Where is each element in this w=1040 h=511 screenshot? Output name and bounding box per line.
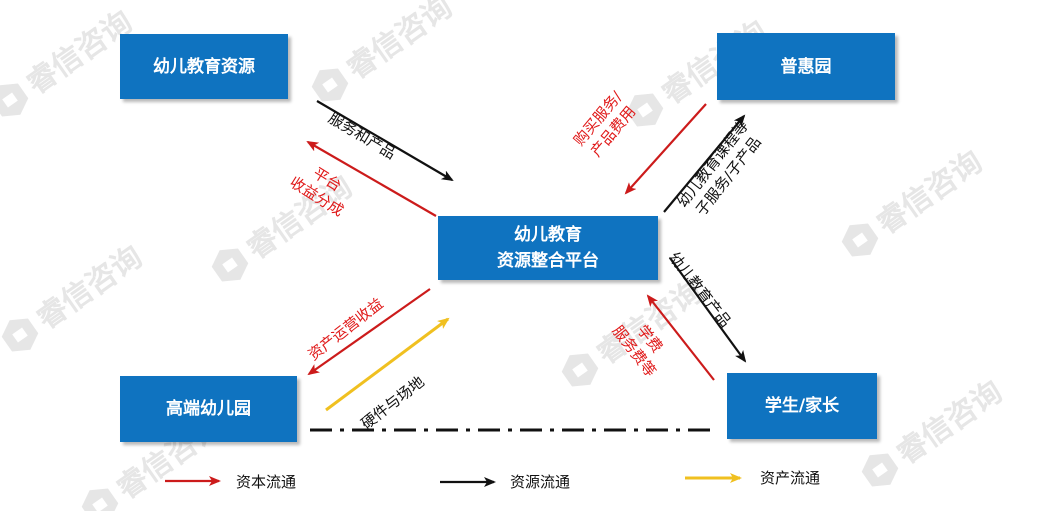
- arrow-platform-to-resources: [306, 140, 437, 217]
- watermark-logo-icon: [211, 248, 249, 282]
- watermark-logo-icon: [841, 223, 879, 257]
- box-label: 高端幼儿园: [166, 399, 251, 419]
- watermark-logo-icon: [81, 488, 119, 511]
- legend-label: 资源流通: [510, 473, 571, 491]
- watermark-logo-icon: [0, 83, 29, 117]
- watermark-logo-icon: [311, 68, 349, 102]
- arrow-highend-to-platform: [325, 317, 450, 412]
- legend-label: 资本流通: [236, 473, 297, 491]
- arrow-platform-to-highend: [307, 288, 431, 376]
- box-puhui-kindergarten: 普惠园: [717, 33, 895, 100]
- box-label-line1: 幼儿教育: [514, 225, 582, 245]
- watermark-logo-icon: [626, 93, 664, 127]
- legend-label: 资产流通: [760, 469, 821, 487]
- box-high-end-kindergarten: 高端幼儿园: [120, 376, 297, 442]
- legend-asset-flow: 资产流通: [760, 467, 820, 488]
- box-students-parents: 学生/家长: [727, 373, 877, 439]
- arrow-resources-to-platform: [316, 100, 454, 182]
- arrow-platform-to-puhui: [663, 114, 746, 213]
- box-label: 普惠园: [780, 56, 832, 77]
- box-label: 学生/家长: [764, 396, 840, 416]
- legend-capital-flow: 资本流通: [236, 471, 296, 492]
- box-childhood-education-resources: 幼儿教育资源: [120, 34, 288, 99]
- box-label-line2: 资源整合平台: [497, 251, 599, 271]
- watermark-logo-icon: [861, 453, 899, 487]
- watermark-logo-icon: [561, 353, 599, 387]
- box-resource-integration-platform: 幼儿教育 资源整合平台: [438, 216, 658, 280]
- arrow-puhui-to-platform: [624, 103, 707, 195]
- watermark-logo-icon: [1, 318, 39, 352]
- arrow-students-to-platform: [646, 294, 715, 381]
- arrow-platform-to-students: [669, 257, 747, 363]
- box-label: 幼儿教育资源: [153, 56, 255, 77]
- legend-resource-flow: 资源流通: [510, 471, 570, 492]
